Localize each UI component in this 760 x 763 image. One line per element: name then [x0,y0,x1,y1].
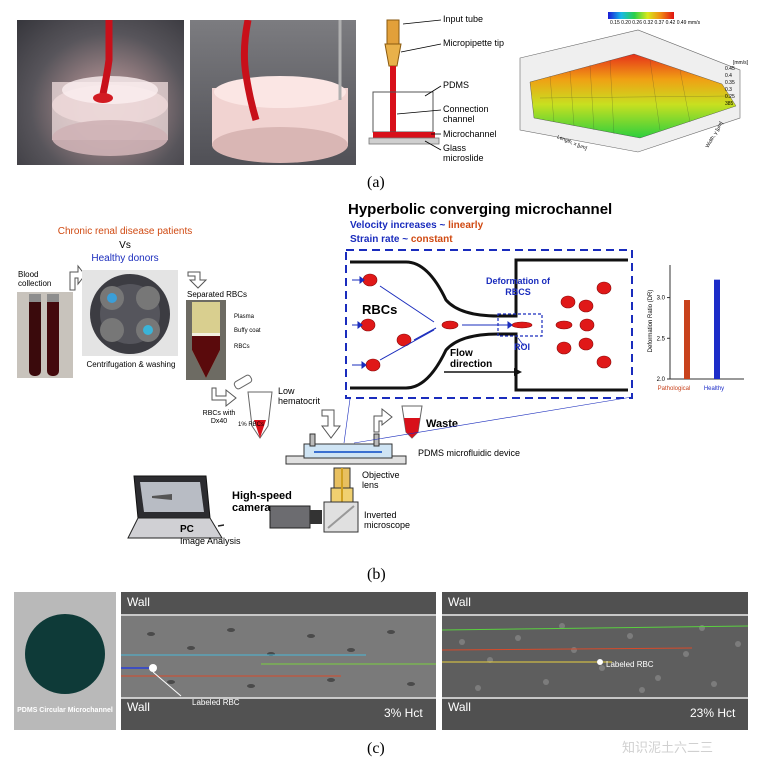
bar-chart-tick-label: 2.5 [657,336,666,342]
wall-bottom-3hct: Wall [127,700,150,714]
z-axis-ticks: 0.45 0.4 0.35 0.3 0.25 385 [725,66,745,108]
blood-tubes-photo [17,292,73,378]
caption-c: (c) [367,740,385,757]
label-pdms: PDMS [443,80,470,90]
caption-b: (b) [367,566,386,583]
laptop-icon [127,475,224,539]
label-high-speed-camera: High-speed camera [232,490,292,514]
camera-microscope-drawing [269,501,359,533]
label-rbcs-channel: RBCs [362,302,398,317]
device-right-drawing [212,20,348,163]
eppendorf-tube-icon [233,374,273,439]
pdms-circular-photo [14,592,116,730]
labeled-rbc-3hct: Labeled RBC [192,698,240,707]
label-plasma: Plasma [234,314,255,320]
watermark: 知识泥土六二三 [622,741,714,756]
strain-value: constant [410,234,453,245]
deformation-bar-chart: 3.0 2.5 2.0 [657,265,744,383]
micrograph-23hct-drawing [442,592,748,730]
bar-healthy [714,279,720,379]
z-tick: 385 [725,101,734,107]
bar-chart-tick-label: 2.0 [657,377,666,383]
hct-3-label: 3% Hct [384,706,423,720]
separated-tube-photo [186,300,226,380]
pdms-circle-drawing [25,614,105,694]
label-rbcs-dx40: RBCs with Dx40 [202,410,236,425]
label-micropipette-tip: Micropipette tip [443,38,505,48]
wall-top-3hct: Wall [127,595,150,609]
label-image-analysis: Image Analysis [180,536,241,546]
label-input-tube: Input tube [443,14,484,24]
label-pdms-device: PDMS microfluidic device [418,448,521,458]
z-tick: 0.35 [725,80,735,86]
colorbar [608,12,674,19]
bar-chart-category-pathological: Pathological [657,386,691,392]
z-tick: 0.4 [725,73,732,79]
label-1-percent: 1% RBCs [238,422,265,428]
label-microchannel: Microchannel [443,129,497,139]
velocity-value: linearly [448,220,484,231]
device-left-drawing [17,20,184,165]
label-healthy-donors: Healthy donors [91,253,159,264]
label-objective-lens: Objective lens [362,470,400,490]
velocity-surface-plot [519,12,741,153]
caption-a: (a) [367,174,385,191]
micrograph-3hct-drawing [121,592,436,730]
centrifuge-photo [82,270,178,356]
bar-chart-category-healthy: Healthy [703,386,725,392]
arrow-down-icon [321,409,341,439]
z-axis-label: [mm/s] [733,60,748,66]
photo-device-left [17,20,184,165]
hyperbolic-channel-box [345,249,633,399]
label-rbcs-tube: RBCs [234,344,250,350]
strain-line: Strain rate ~ constant [350,234,453,245]
z-tick: 0.25 [725,94,735,100]
z-tick: 0.3 [725,87,732,93]
hyperbolic-title: Hyperbolic converging microchannel [348,201,613,218]
colorbar-ticks: 0.15 0.20 0.26 0.32 0.37 0.42 0.49 mm/s [610,20,701,26]
label-pc: PC [180,524,194,535]
wall-top-23hct: Wall [448,595,471,609]
label-vs: Vs [119,240,131,251]
bar-chart-tick-label: 3.0 [657,296,666,302]
label-buffy-coat: Buffy coat [234,328,261,334]
velocity-prefix: Velocity increases ~ [350,220,449,231]
arrow-1-icon [69,264,86,291]
arrow-3-icon [211,387,237,408]
hct-23-label: 23% Hct [690,706,736,720]
label-separated-rbcs: Separated RBCs [187,290,248,299]
label-blood-collection: Blood collection [18,270,52,288]
strain-prefix: Strain rate ~ [350,234,411,245]
velocity-line: Velocity increases ~ linearly [350,220,483,231]
label-chronic: Chronic renal disease patients [57,226,193,237]
labeled-rbc-23hct: Labeled RBC [606,660,654,669]
label-roi: ROI [514,342,531,352]
photo-device-right [190,20,356,165]
label-inverted-microscope: Inverted microscope [364,510,411,530]
label-glass-microslide: Glass microslide [443,143,484,163]
wall-bottom-23hct: Wall [448,700,471,714]
zoom-lines [343,396,633,444]
arrow-2-icon [187,271,208,289]
label-pdms-circular: PDMS Circular Microchannel [17,707,113,714]
arrow-up-icon [373,407,393,433]
label-centrifugation: Centrifugation & washing [86,360,176,369]
label-low-hematocrit: Low hematocrit [278,386,321,406]
microchannel-schematic [368,19,442,151]
pdms-device-drawing [285,433,407,465]
micrograph-23hct [442,592,748,730]
label-connection-channel: Connection channel [443,104,489,124]
bar-chart-ylabel: Deformation Ratio (DR) [648,289,654,353]
label-flow-direction: Flow direction [450,348,493,370]
bar-pathological [684,300,690,379]
label-deformation: Deformation of RBCS [486,276,550,297]
micrograph-3hct [121,592,436,730]
z-tick: 0.45 [725,66,735,72]
